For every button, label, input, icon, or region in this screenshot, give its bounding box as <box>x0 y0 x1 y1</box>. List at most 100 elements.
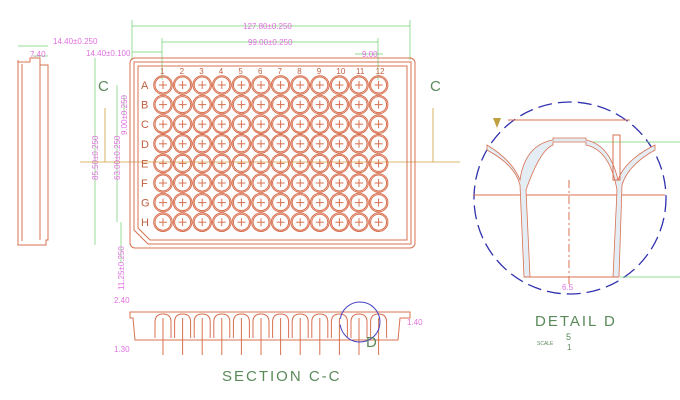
well-E7 <box>270 153 291 174</box>
well-inner <box>350 115 368 133</box>
well-inner <box>232 115 250 133</box>
well-G9 <box>310 192 330 213</box>
well-inner <box>330 213 348 231</box>
well-inner <box>213 174 231 192</box>
well-inner <box>232 76 250 94</box>
well-A1 <box>153 75 173 95</box>
well-inner <box>350 194 368 212</box>
well-inner <box>252 76 270 94</box>
well-H3 <box>192 212 212 232</box>
well-H5 <box>231 212 252 232</box>
pitch-y-dim: 9.00±0.250 <box>120 94 129 135</box>
well-inner <box>213 194 231 212</box>
well-inner <box>193 76 211 94</box>
section-top-dim: 2.40 <box>114 296 130 305</box>
well-inner <box>370 135 388 153</box>
detail-scale-label: SCALE <box>537 341 554 347</box>
column-label: 1 <box>160 67 165 76</box>
well-D9 <box>310 134 330 154</box>
well-D1 <box>153 134 173 154</box>
overall-width-dim: 85.50±0.250 <box>91 135 100 180</box>
well-D3 <box>192 134 212 154</box>
well-inner <box>291 96 309 114</box>
well-B9 <box>310 94 330 115</box>
well-inner <box>370 213 388 231</box>
well-inner <box>350 154 368 172</box>
well-inner <box>174 194 192 212</box>
well-F6 <box>251 173 271 193</box>
well-E10 <box>329 153 350 174</box>
well-inner <box>213 213 231 231</box>
well-inner <box>154 213 172 231</box>
well-inner <box>174 154 192 172</box>
well-F5 <box>231 173 252 193</box>
well-inner <box>154 194 172 212</box>
column-label: 4 <box>219 67 224 76</box>
well-C10 <box>329 114 350 134</box>
well-A8 <box>290 75 311 95</box>
column-label: 11 <box>356 67 365 76</box>
row-span-dim: 63.00±0.250 <box>113 135 122 180</box>
well-A6 <box>251 75 271 95</box>
well-inner <box>311 213 329 231</box>
detail-width-dim: 6.5 <box>562 283 574 292</box>
well-A2 <box>172 75 193 95</box>
section-marker-right: C <box>430 78 443 95</box>
well-F11 <box>349 173 369 193</box>
well-inner <box>272 115 290 133</box>
well-B3 <box>192 94 212 115</box>
well-G12 <box>368 192 389 213</box>
well-inner <box>350 76 368 94</box>
well-A10 <box>329 75 350 95</box>
section-well <box>350 313 368 338</box>
well-F2 <box>172 173 193 193</box>
column-label: 10 <box>336 67 345 76</box>
well-inner <box>370 154 388 172</box>
well-E3 <box>192 153 212 174</box>
overall-length-dim: 127.80±0.250 <box>243 22 292 31</box>
well-G11 <box>349 192 369 213</box>
well-inner <box>154 76 172 94</box>
well-inner <box>174 115 192 133</box>
well-F4 <box>212 173 232 193</box>
well-C9 <box>310 114 330 134</box>
well-inner <box>311 194 329 212</box>
well-inner <box>174 174 192 192</box>
well-A7 <box>270 75 291 95</box>
section-title: SECTION C-C <box>222 368 342 385</box>
well-inner <box>272 76 290 94</box>
well-E6 <box>251 153 271 174</box>
well-C6 <box>251 114 271 134</box>
well-inner <box>252 135 270 153</box>
section-bottom-dim: 1.30 <box>114 345 130 354</box>
well-C11 <box>349 114 369 134</box>
well-G6 <box>251 192 271 213</box>
well-D11 <box>349 134 369 154</box>
well-inner <box>193 135 211 153</box>
well-inner <box>232 96 250 114</box>
well-H8 <box>290 212 311 232</box>
well-G5 <box>231 192 252 213</box>
row-label: B <box>141 100 148 112</box>
well-inner <box>174 76 192 94</box>
column-label: 6 <box>258 67 263 76</box>
well-C5 <box>231 114 252 134</box>
well-A4 <box>212 75 232 95</box>
well-F9 <box>310 173 330 193</box>
well-inner <box>350 213 368 231</box>
well-C4 <box>212 114 232 134</box>
top-dimensions: 127.80±0.250 99.00±0.250 14.40±0.100 9.0… <box>86 20 411 80</box>
well-inner <box>213 135 231 153</box>
well-inner <box>213 96 231 114</box>
section-well <box>193 313 211 338</box>
well-inner <box>330 154 348 172</box>
row-label: F <box>141 178 148 190</box>
well-B8 <box>290 94 311 115</box>
well-inner <box>252 194 270 212</box>
row-label: E <box>141 158 148 170</box>
well-F1 <box>153 173 173 193</box>
detail-view: 6.5 DETAIL D SCALE 5 1 <box>473 101 680 352</box>
well-E9 <box>310 153 330 174</box>
well-inner <box>272 96 290 114</box>
